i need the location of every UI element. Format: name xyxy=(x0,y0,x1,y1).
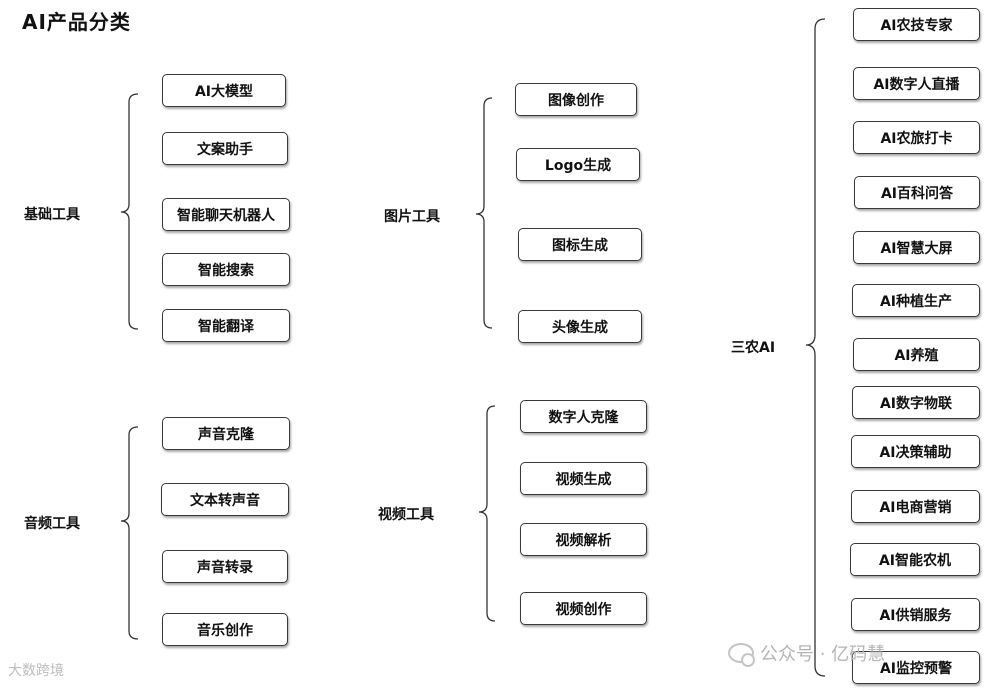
node-basic-llm: AI大模型 xyxy=(162,74,286,107)
node-farm-tourism: AI农旅打卡 xyxy=(853,121,980,154)
category-image-tools: 图片工具 xyxy=(384,209,440,225)
node-farm-decision: AI决策辅助 xyxy=(851,435,980,468)
page-title: AI产品分类 xyxy=(22,10,131,34)
node-image-avatar: 头像生成 xyxy=(518,310,642,343)
node-farm-expert: AI农技专家 xyxy=(853,8,980,41)
node-farm-iot: AI数字物联 xyxy=(852,386,980,419)
corner-watermark: 大数跨境 xyxy=(8,660,64,680)
bracket-image xyxy=(475,97,493,329)
node-image-creation: 图像创作 xyxy=(515,83,637,116)
node-image-icon: 图标生成 xyxy=(518,228,642,261)
category-farm-ai: 三农AI xyxy=(731,340,776,356)
category-audio-tools: 音频工具 xyxy=(24,516,80,532)
bracket-basic xyxy=(120,93,139,330)
bracket-farm xyxy=(805,18,826,677)
node-farm-supply: AI供销服务 xyxy=(851,598,980,631)
node-video-create: 视频创作 xyxy=(520,592,647,625)
node-basic-chatbot: 智能聊天机器人 xyxy=(162,198,290,231)
node-video-digital-human: 数字人克隆 xyxy=(520,400,647,433)
node-audio-transcribe: 声音转录 xyxy=(162,550,288,583)
node-image-logo: Logo生成 xyxy=(516,148,640,181)
bracket-audio xyxy=(120,426,139,640)
node-audio-tts: 文本转声音 xyxy=(161,483,289,516)
category-basic-tools: 基础工具 xyxy=(24,207,80,223)
node-basic-translate: 智能翻译 xyxy=(162,309,290,342)
node-basic-copywriting: 文案助手 xyxy=(162,132,288,165)
wechat-logo-icon xyxy=(728,643,755,667)
node-farm-monitoring: AI监控预警 xyxy=(852,651,980,684)
wechat-watermark-text: 公众号 · 亿码慧 xyxy=(760,644,886,665)
corner-watermark-text: 大数跨境 xyxy=(8,663,64,679)
node-video-analyze: 视频解析 xyxy=(520,523,647,556)
node-farm-encyclopedia: AI百科问答 xyxy=(854,176,980,209)
wechat-watermark: 公众号 · 亿码慧 xyxy=(728,640,886,667)
node-farm-breeding: AI养殖 xyxy=(853,338,980,371)
category-video-tools: 视频工具 xyxy=(378,507,434,523)
bracket-video xyxy=(478,405,496,622)
node-farm-machinery: AI智能农机 xyxy=(850,543,980,576)
node-audio-clone: 声音克隆 xyxy=(162,417,290,450)
node-audio-music: 音乐创作 xyxy=(162,613,288,646)
node-video-generate: 视频生成 xyxy=(520,462,647,495)
node-farm-livestream: AI数字人直播 xyxy=(853,67,980,100)
node-farm-planting: AI种植生产 xyxy=(852,284,980,317)
node-farm-smart-screen: AI智慧大屏 xyxy=(853,231,980,264)
node-farm-ecommerce: AI电商营销 xyxy=(851,490,980,523)
node-basic-search: 智能搜索 xyxy=(162,253,290,286)
